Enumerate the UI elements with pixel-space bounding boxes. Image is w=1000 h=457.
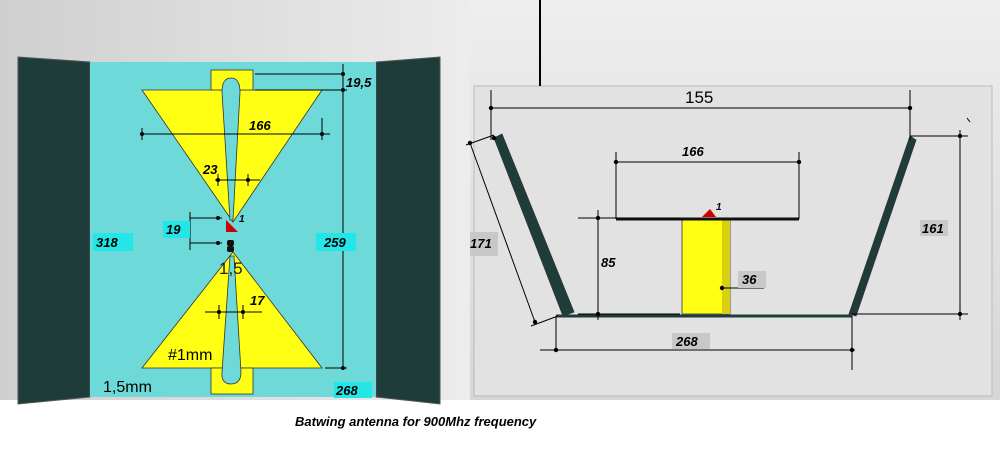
caption: Batwing antenna for 900Mhz frequency [295,414,537,429]
feed-port-marker [226,220,238,232]
side-port-marker [702,209,716,217]
front-reflector-left [17,56,91,405]
dim-base-width: 268 [675,334,698,349]
label-box-161 [920,220,948,236]
note-board-thickness: 1,5mm [103,379,152,396]
front-reflector-right [375,56,441,405]
dim-wing-width: 166 [249,118,271,133]
label-box-36 [738,271,766,288]
dim-reflector-side: 171 [470,236,492,251]
upper-slot [221,77,241,221]
port-label-side: 1 [716,202,722,213]
feed-terminal-1 [227,240,234,246]
side-view: 155 166 1 85 36 171 161 268 [465,88,971,370]
dim-lower-slot: 17 [250,293,265,308]
side-reflector-right [848,135,917,317]
label-box-268-side [672,333,710,349]
dim-top-width: 155 [685,88,713,107]
dim-slot-width: 23 [202,162,218,177]
label-box-268-front [334,382,372,398]
label-box-19 [163,221,190,238]
dim-board-width-front: 268 [335,383,358,398]
feed-terminal-2 [227,246,234,252]
port-label-front: 1 [239,214,245,225]
dim-feed-gap: 1,5 [219,259,243,278]
dim-top-tab: 19,5 [346,75,372,90]
front-view: 19,5 166 23 19 1 1,5 17 259 318 268 #1mm… [17,56,441,405]
side-dimension-lines [465,90,971,370]
dim-mast-height: 85 [601,255,616,270]
label-box-259 [316,233,356,251]
dim-mast-width: 36 [742,272,757,287]
side-dimension-dots [467,105,963,353]
front-dimension-dots [140,72,345,370]
side-reflector-left [493,133,575,317]
label-box-171 [470,232,498,256]
dim-board-height: 318 [96,235,118,250]
dim-reflector-height: 161 [922,221,944,236]
side-mast-shadow [722,220,730,314]
label-box-318 [93,233,133,251]
dim-element-width: 166 [682,144,704,159]
dim-gap-height: 19 [166,222,181,237]
side-view-panel [473,85,993,397]
dim-total-height: 259 [323,235,346,250]
lower-slot [221,255,242,385]
note-copper-thickness: #1mm [168,347,212,364]
